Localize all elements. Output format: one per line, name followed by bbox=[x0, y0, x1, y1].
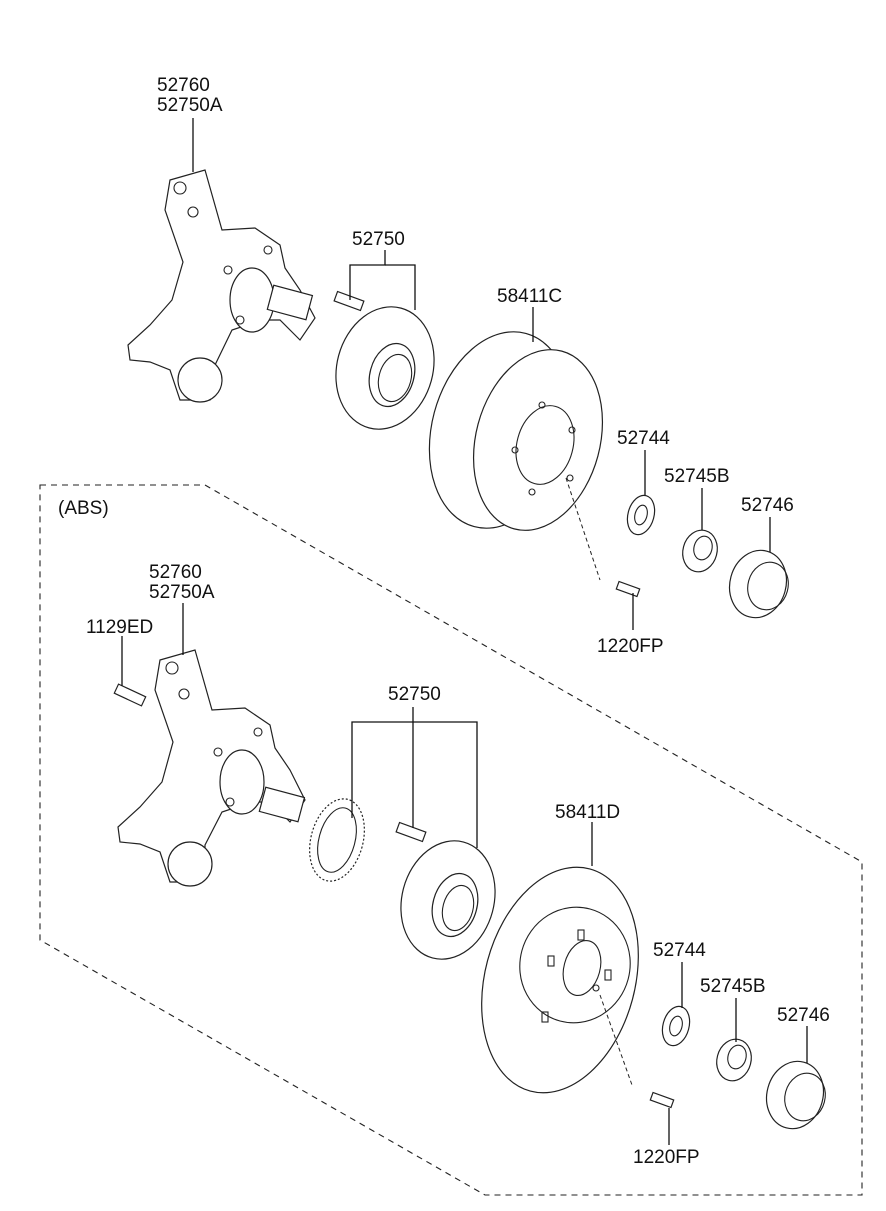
wheel-hub-abs bbox=[400, 840, 496, 960]
brake-disc-abs bbox=[481, 866, 639, 1094]
label-abs-nut: 52745B bbox=[700, 976, 766, 997]
drum-screw-top bbox=[615, 580, 641, 598]
hub-nut-abs bbox=[716, 1038, 752, 1082]
leader-lines-abs bbox=[121, 603, 808, 1145]
label-top-cap: 52746 bbox=[741, 495, 794, 516]
label-top-washer: 52744 bbox=[617, 428, 670, 449]
knuckle-bolt-abs bbox=[113, 683, 147, 707]
wheel-hub-top bbox=[335, 306, 435, 430]
disc-screw-abs bbox=[649, 1091, 675, 1109]
leader-lines-top bbox=[192, 118, 771, 630]
lock-washer-abs bbox=[661, 1005, 691, 1047]
label-abs-bolt: 1220FP bbox=[633, 1147, 700, 1168]
label-abs-knuckle-a: 52760 bbox=[149, 562, 202, 583]
label-top-bolt: 1220FP bbox=[597, 636, 664, 657]
label-abs-section: (ABS) bbox=[58, 498, 109, 519]
hub-cap-top bbox=[728, 549, 789, 619]
label-abs-disc: 58411D bbox=[555, 802, 620, 823]
label-top-hub: 52750 bbox=[352, 229, 405, 250]
steering-knuckle-abs bbox=[117, 649, 306, 887]
hub-cap-abs bbox=[765, 1060, 826, 1130]
label-top-drum: 58411C bbox=[497, 286, 562, 307]
label-top-knuckle-b: 52750A bbox=[157, 95, 223, 116]
brake-drum-top bbox=[428, 331, 604, 531]
label-abs-cap: 52746 bbox=[777, 1005, 830, 1026]
label-abs-knuckle-b: 52750A bbox=[149, 582, 215, 603]
label-abs-bolt-small: 1129ED bbox=[86, 617, 153, 638]
label-top-knuckle-a: 52760 bbox=[157, 75, 210, 96]
label-abs-washer: 52744 bbox=[653, 940, 706, 961]
abs-section-boundary bbox=[39, 484, 863, 1196]
abs-tone-ring bbox=[309, 798, 365, 882]
steering-knuckle-top bbox=[127, 169, 316, 403]
lock-washer-top bbox=[626, 494, 656, 536]
hub-bolt-abs bbox=[395, 821, 427, 843]
label-abs-hub: 52750 bbox=[388, 684, 441, 705]
hub-nut-top bbox=[682, 529, 718, 573]
label-top-nut: 52745B bbox=[664, 466, 730, 487]
hub-bolt-top bbox=[333, 290, 365, 312]
